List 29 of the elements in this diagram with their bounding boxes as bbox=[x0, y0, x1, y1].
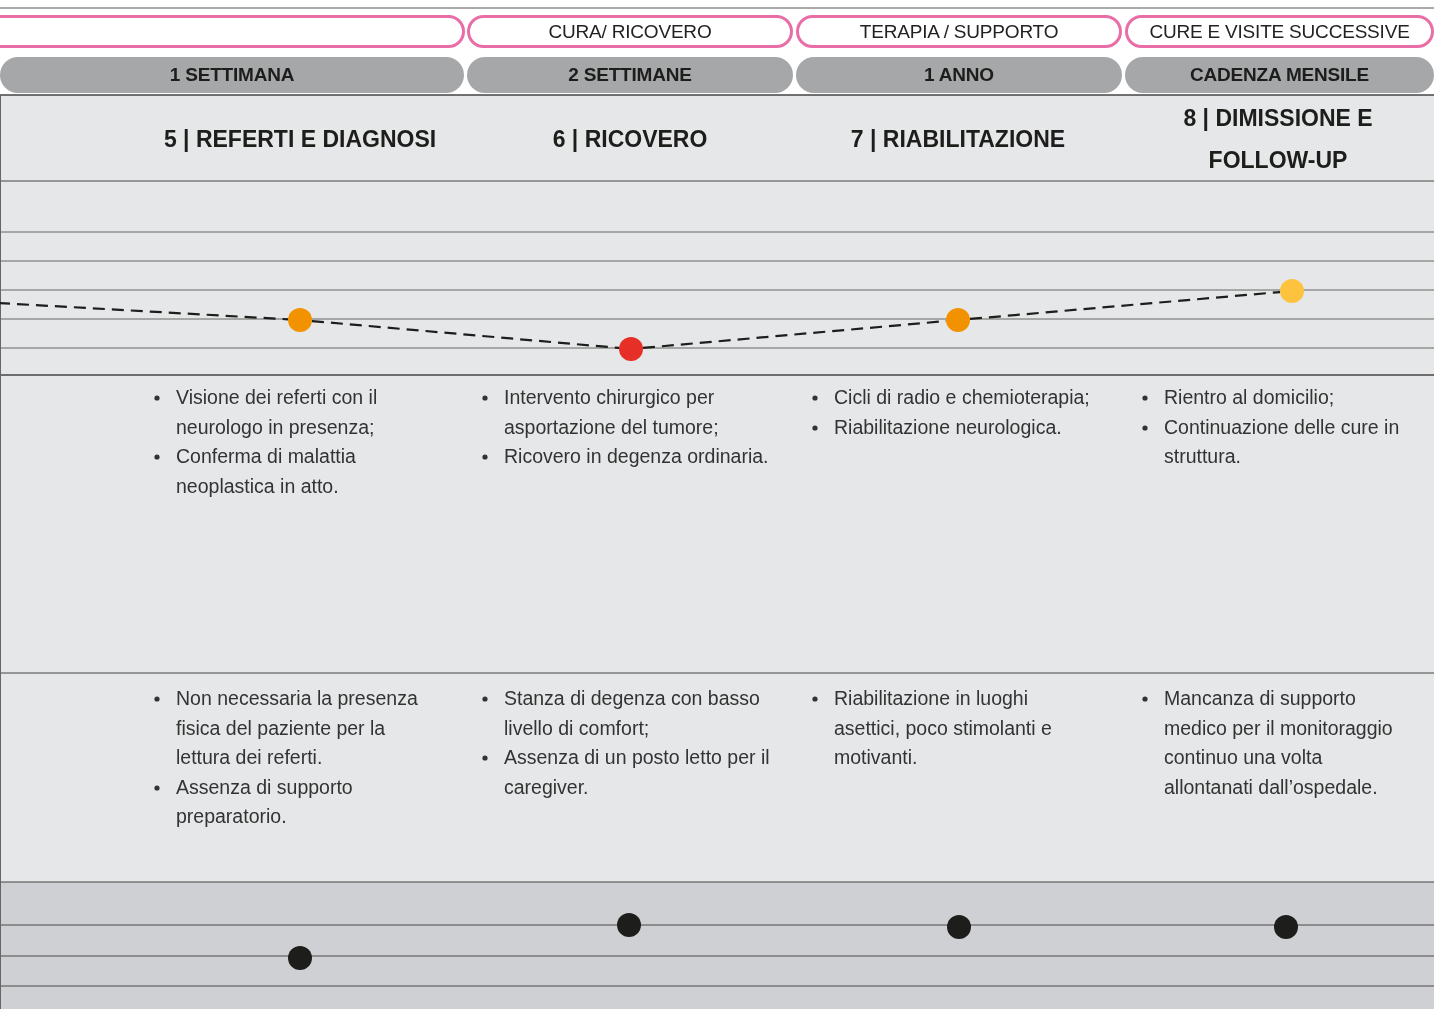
phase-pill: CURA/ RICOVERO bbox=[467, 15, 793, 48]
bullet-item: Mancanza di supporto medico per il monitoraggio continuo una volta allontanati dall’ospedale. bbox=[1164, 687, 1393, 798]
bullet-item: Visione dei referti con il neurologo in presenza; bbox=[176, 386, 378, 438]
duration-pill: 2 SETTIMANE bbox=[467, 57, 793, 93]
duration-pill: 1 ANNO bbox=[796, 57, 1122, 93]
dashed-line bbox=[969, 290, 1281, 321]
bullet-item: Intervento chirurgico per asportazione del tumore; bbox=[504, 386, 719, 438]
step-heading: 6 | RICOVERO bbox=[551, 125, 709, 154]
phase-pill bbox=[0, 15, 465, 48]
dashed-line bbox=[311, 319, 620, 350]
bullet-item: Rientro al domicilio; bbox=[1164, 386, 1335, 408]
bullet-item: Non necessaria la presenza fisica del paziente per la lettura dei referti. bbox=[176, 687, 418, 768]
bullet-item: Stanza di degenza con basso livello di comfort; bbox=[504, 687, 760, 739]
bullet-item: Conferma di malattia neoplastica in atto. bbox=[176, 445, 356, 497]
phase-pill: TERAPIA / SUPPORTO bbox=[796, 15, 1122, 48]
bullet-item: Assenza di un posto letto per il caregiver. bbox=[504, 746, 770, 798]
bullet-item: Riabilitazione neurologica. bbox=[834, 415, 1062, 438]
phase-pill: CURE E VISITE SUCCESSIVE bbox=[1125, 15, 1434, 48]
bullet-item: Continuazione delle cure in struttura. bbox=[1164, 415, 1400, 467]
duration-pill: 1 SETTIMANA bbox=[0, 57, 464, 93]
bullet-item: Cicli di radio e chemioterapia; bbox=[834, 386, 1090, 408]
dashed-line bbox=[0, 301, 289, 321]
bullet-item: Ricovero in degenza ordinaria. bbox=[504, 445, 769, 467]
duration-pill: CADENZA MENSILE bbox=[1125, 57, 1434, 93]
bullet-item: Assenza di supporto preparatorio. bbox=[176, 775, 353, 827]
bullet-item: Riabilitazione in luoghi asettici, poco stimolanti e motivanti. bbox=[834, 687, 1052, 768]
step-heading: 8 | DIMISSIONE E FOLLOW-UP bbox=[1182, 104, 1374, 175]
step-heading: 7 | RIABILITAZIONE bbox=[849, 125, 1067, 154]
step-heading: 5 | REFERTI E DIAGNOSI bbox=[162, 125, 438, 154]
